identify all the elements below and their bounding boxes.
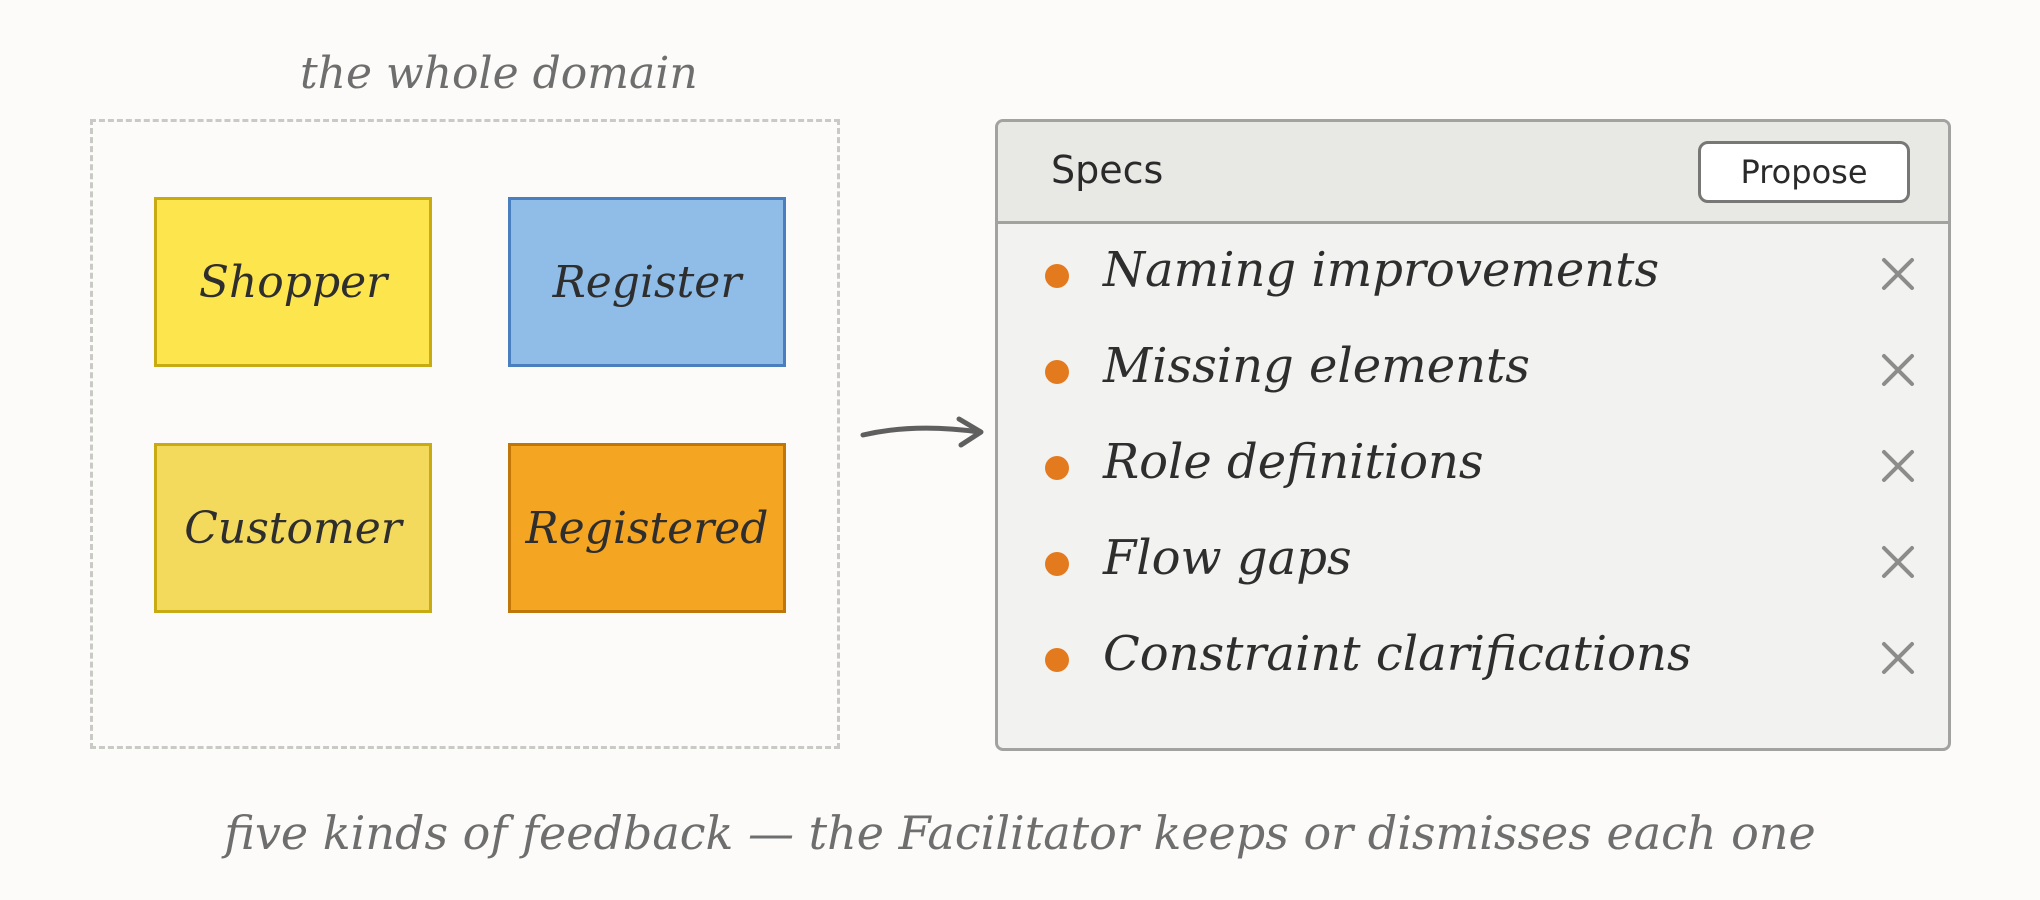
close-icon[interactable] (1878, 350, 1918, 390)
bullet-icon (1045, 264, 1069, 288)
close-icon[interactable] (1878, 638, 1918, 678)
spec-item-label: Missing elements (1103, 338, 1530, 394)
close-icon[interactable] (1878, 254, 1918, 294)
spec-item-label: Role definitions (1103, 434, 1484, 490)
bullet-icon (1045, 552, 1069, 576)
spec-item-label: Flow gaps (1103, 530, 1352, 586)
spec-item-missing-elements: Missing elements (998, 330, 1948, 410)
bullet-icon (1045, 456, 1069, 480)
bullet-icon (1045, 360, 1069, 384)
sticky-register: Register (508, 197, 786, 367)
specs-panel: Specs Propose Naming improvements Missin… (995, 119, 1951, 751)
sticky-customer: Customer (154, 443, 432, 613)
caption: five kinds of feedback — the Facilitator… (224, 806, 1816, 860)
bullet-icon (1045, 648, 1069, 672)
spec-item-label: Constraint clarifications (1103, 626, 1692, 682)
close-icon[interactable] (1878, 542, 1918, 582)
spec-item-constraint-clarifications: Constraint clarifications (998, 618, 1948, 698)
spec-item-role-definitions: Role definitions (998, 426, 1948, 506)
spec-item-flow-gaps: Flow gaps (998, 522, 1948, 602)
sticky-shopper: Shopper (154, 197, 432, 367)
spec-item-label: Naming improvements (1103, 242, 1660, 298)
spec-item-naming-improvements: Naming improvements (998, 234, 1948, 314)
domain-label: the whole domain (300, 48, 698, 99)
close-icon[interactable] (1878, 446, 1918, 486)
propose-button[interactable]: Propose (1698, 141, 1910, 203)
arrow-right-icon (860, 416, 984, 448)
domain-boundary (90, 119, 840, 749)
sticky-registered: Registered (508, 443, 786, 613)
specs-title: Specs (1051, 148, 1164, 192)
specs-header: Specs Propose (998, 122, 1948, 224)
